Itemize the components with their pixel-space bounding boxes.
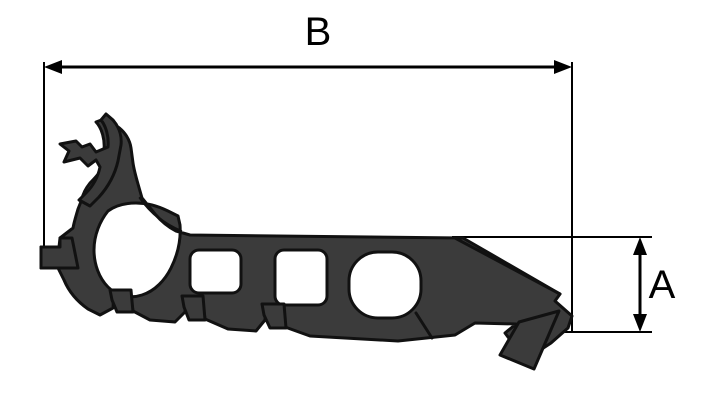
profile-inner-rib-seam	[138, 196, 183, 233]
dimension-a-arrow-top	[633, 237, 647, 255]
profile-wedge-lower-seam	[414, 311, 434, 340]
profile-bottom-flap	[498, 309, 561, 371]
dimension-annotations	[43, 60, 652, 333]
dimension-b-arrow-right	[554, 60, 572, 74]
profile-barb-tooth-1	[108, 288, 135, 314]
profile-barb-tooth-3	[260, 302, 288, 330]
dimension-a-label: A	[649, 263, 676, 307]
profile-right-wedge-seam	[453, 236, 562, 296]
profile-barb-tooth-2	[180, 294, 207, 322]
profile-left-tab	[39, 236, 80, 270]
profile-cross-section	[39, 112, 574, 371]
dimension-b-arrow-left	[44, 60, 62, 74]
dimension-a-arrow-bottom	[633, 314, 647, 332]
dimension-b-label: B	[305, 10, 332, 54]
profile-barb-fin	[58, 112, 123, 208]
